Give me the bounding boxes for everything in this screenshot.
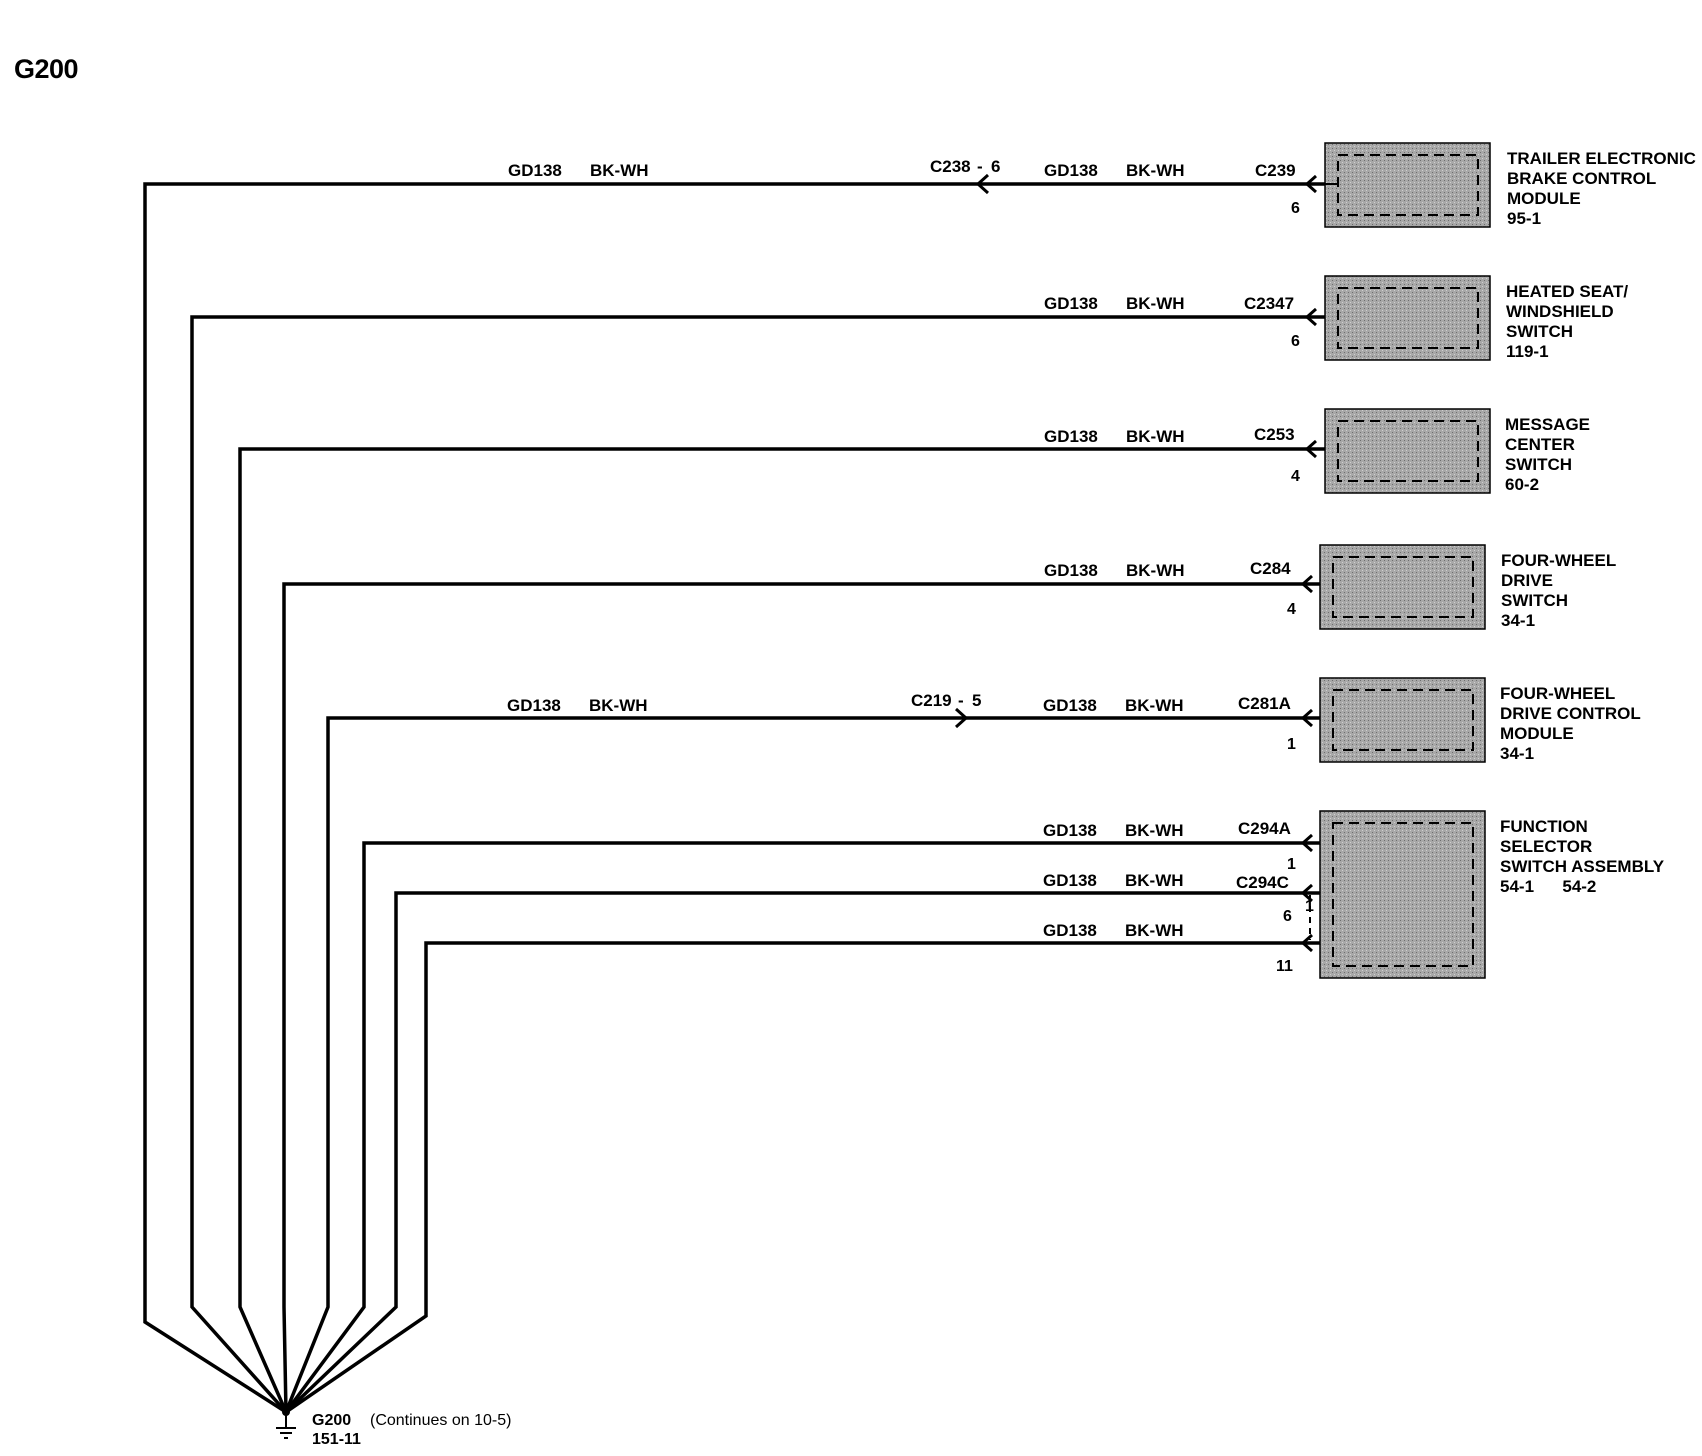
component-4-label: FOUR-WHEEL DRIVE SWITCH 34-1 (1501, 551, 1621, 630)
wire-1-far-color: BK-WH (1126, 161, 1185, 180)
ground-note: (Continues on 10-5) (370, 1412, 511, 1429)
pin-chevron-4 (1300, 574, 1313, 594)
wire-7-pin: 6 (1283, 908, 1292, 925)
page-title: G200 (14, 54, 79, 84)
ground-icon (276, 1427, 296, 1439)
wire-route-2 (190, 315, 1325, 1414)
wire-routes (143, 182, 1325, 1414)
wire-8-color: BK-WH (1125, 921, 1184, 940)
component-message-center-switch (1324, 408, 1491, 494)
component-3-label: MESSAGE CENTER SWITCH 60-2 (1505, 415, 1595, 494)
module-pin-chevrons (1300, 174, 1317, 953)
pin-chevron-5 (1300, 708, 1313, 728)
wire-3-connector: C253 (1254, 425, 1295, 444)
pin-chevron-6 (1300, 833, 1313, 853)
pin-chevron-8 (1300, 933, 1313, 953)
inline-connector-c238-chevron (975, 173, 990, 195)
wire-5-connector: C281A (1238, 694, 1291, 713)
wire-route-4 (282, 582, 1320, 1413)
wire-7-circuit: GD138 (1043, 871, 1097, 890)
wire-8-pin: 11 (1276, 958, 1293, 975)
wire-1-inline-dash: - (977, 157, 983, 176)
component-5-label: FOUR-WHEEL DRIVE CONTROL MODULE 34-1 (1500, 684, 1645, 763)
pin-chevron-2 (1304, 307, 1317, 327)
component-function-selector-switch (1309, 810, 1486, 979)
wire-1-pin: 6 (1291, 200, 1300, 217)
wire-route-6 (284, 841, 1320, 1414)
wire-5-inline-connector: C219 (911, 691, 952, 710)
wire-8-circuit: GD138 (1043, 921, 1097, 940)
wire-5-inline-dash: - (958, 691, 964, 710)
wire-route-7 (284, 891, 1320, 1414)
wire-2-circuit: GD138 (1044, 294, 1098, 313)
pin-chevron-1 (1304, 174, 1317, 194)
ground-point: G200 151-11 (Continues on 10-5) (276, 1408, 511, 1448)
wire-5-far-circuit: GD138 (1043, 696, 1097, 715)
wire-route-5 (284, 716, 1320, 1413)
wire-5-circuit: GD138 (507, 696, 561, 715)
wire-5-color: BK-WH (589, 696, 648, 715)
wire-3-circuit: GD138 (1044, 427, 1098, 446)
wire-3-color: BK-WH (1126, 427, 1185, 446)
wire-2-color: BK-WH (1126, 294, 1185, 313)
wire-4-connector: C284 (1250, 559, 1291, 578)
wire-2-connector: C2347 (1244, 294, 1294, 313)
wire-6-connector: C294A (1238, 819, 1291, 838)
wire-4-color: BK-WH (1126, 561, 1185, 580)
component-2-label: HEATED SEAT/ WINDSHIELD SWITCH 119-1 (1506, 282, 1633, 361)
component-heated-seat-switch (1324, 275, 1491, 361)
ground-name: G200 (312, 1412, 351, 1429)
ground-ref: 151-11 (312, 1431, 361, 1448)
inline-connector-c219-chevron (954, 707, 969, 729)
wire-5-far-color: BK-WH (1125, 696, 1184, 715)
wire-7-color: BK-WH (1125, 871, 1184, 890)
wire-2-pin: 6 (1291, 333, 1300, 350)
wire-5-inline-pin: 5 (972, 691, 981, 710)
component-trailer-brake-module (1324, 142, 1491, 228)
pin-chevron-3 (1304, 439, 1317, 459)
wire-1-inline-connector: C238 (930, 157, 971, 176)
wire-7-pin-upper: 1 (1305, 898, 1314, 915)
component-four-wheel-drive-control-module (1319, 677, 1486, 763)
component-1-label: TRAILER ELECTRONIC BRAKE CONTROL MODULE … (1507, 149, 1701, 228)
wire-route-1 (143, 182, 1325, 1414)
components (1309, 142, 1491, 979)
wire-6-pin: 1 (1287, 856, 1296, 873)
component-6-label: FUNCTION SELECTOR SWITCH ASSEMBLY 54-1 5… (1500, 817, 1668, 896)
wire-1-connector: C239 (1255, 161, 1296, 180)
wire-6-circuit: GD138 (1043, 821, 1097, 840)
inline-connectors (954, 173, 990, 729)
wire-7-connector: C294C (1236, 873, 1289, 892)
component-four-wheel-drive-switch (1319, 544, 1486, 630)
wire-1-color: BK-WH (590, 161, 649, 180)
wire-5-pin: 1 (1287, 736, 1296, 753)
wire-1-inline-pin: 6 (991, 157, 1000, 176)
wire-1-far-circuit: GD138 (1044, 161, 1098, 180)
wire-route-8 (285, 941, 1320, 1414)
component-labels: TRAILER ELECTRONIC BRAKE CONTROL MODULE … (1500, 149, 1701, 896)
wire-labels: GD138 BK-WH C238 - 6 GD138 BK-WH C239 6 … (507, 157, 1314, 975)
wire-route-3 (238, 447, 1325, 1413)
wire-4-circuit: GD138 (1044, 561, 1098, 580)
wire-3-pin: 4 (1291, 468, 1300, 485)
wire-1-circuit: GD138 (508, 161, 562, 180)
wire-6-color: BK-WH (1125, 821, 1184, 840)
wire-4-pin: 4 (1287, 601, 1296, 618)
